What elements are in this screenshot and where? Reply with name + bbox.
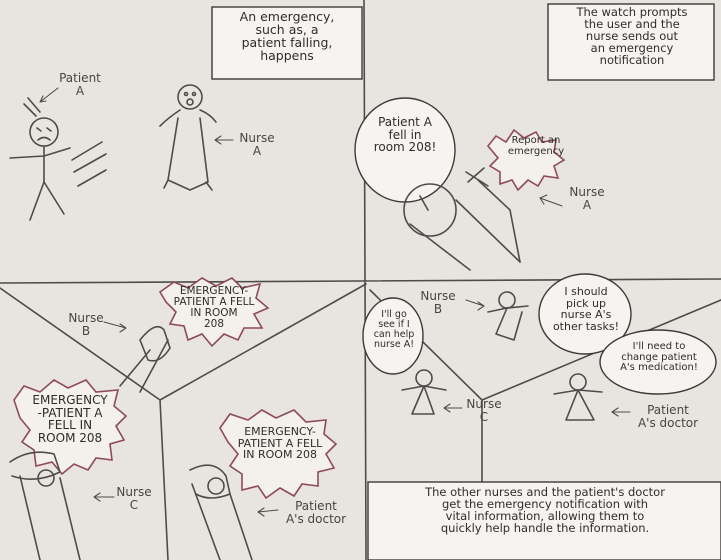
panel1-caption: An emergency, such as, a patient falling… <box>239 9 335 64</box>
nurse-b-figure-p4 <box>487 291 529 341</box>
nurse-c-arm <box>9 451 81 560</box>
nurse-a-label-p1: Nurse A <box>239 131 275 158</box>
doctor-figure-p4 <box>553 373 603 421</box>
speech-bubble-doctor <box>599 329 717 395</box>
panel3-dividers <box>0 283 367 560</box>
nurse-b-label-p4: Nurse B <box>420 289 456 316</box>
panel2-caption-box <box>547 3 715 81</box>
alert-burst-right <box>219 409 338 500</box>
nurse-a-arrow-2 <box>539 194 563 207</box>
alert-left-text: EMERGENCY -PATIENT A FELL IN ROOM 208 <box>32 393 108 445</box>
nurse-c-figure-p4 <box>401 369 447 415</box>
nurse-c-speech-p4: I'll go see if I can help nurse A! <box>373 309 415 350</box>
panel1-caption-box <box>211 6 363 80</box>
alert-burst-left <box>13 379 128 476</box>
panel4-arrows <box>443 299 631 417</box>
alert-right-text: EMERGENCY- PATIENT A FELL IN ROOM 208 <box>237 425 323 462</box>
nurse-c-label-p3: Nurse C <box>116 485 152 512</box>
panel4-caption-box <box>367 481 721 560</box>
patient-a-label: Patient A <box>59 71 101 98</box>
patient-a-figure <box>9 97 107 221</box>
panel4-caption: The other nurses and the patient's docto… <box>425 485 665 536</box>
speech-bubble-nurse-b <box>538 273 632 355</box>
speech-bubble-nurse-c <box>362 297 424 375</box>
nurse-a-label-p2: Nurse A <box>569 185 605 212</box>
nurse-c-label-p4: Nurse C <box>466 397 502 424</box>
alert-top-text: EMERGENCY- PATIENT A FELL IN ROOM 208 <box>173 285 255 331</box>
nurse-a-figure <box>159 84 217 191</box>
nurse-a-speech: Patient A fell in room 208! <box>373 115 437 155</box>
nurse-b-arm <box>119 325 171 393</box>
nurse-b-label-p3: Nurse B <box>68 311 104 338</box>
doctor-label-p4: Patient A's doctor <box>637 403 699 430</box>
watch-burst <box>486 128 566 192</box>
doctor-arm <box>189 464 253 560</box>
doctor-label-p3: Patient A's doctor <box>285 499 347 526</box>
patient-a-arrow <box>39 87 59 103</box>
panel2-caption: The watch prompts the user and the nurse… <box>576 5 688 68</box>
doctor-speech-p4: I'll need to change patient A's medicati… <box>620 341 698 373</box>
nurse-a-arrow-1 <box>214 135 234 145</box>
watch-prompt: Report an emergency <box>507 135 565 157</box>
nurse-a-arm <box>403 167 521 271</box>
nurse-b-speech-p4: I should pick up nurse A's other tasks! <box>552 285 620 333</box>
panel3-arrows <box>93 321 279 517</box>
alert-burst-top <box>158 277 270 348</box>
